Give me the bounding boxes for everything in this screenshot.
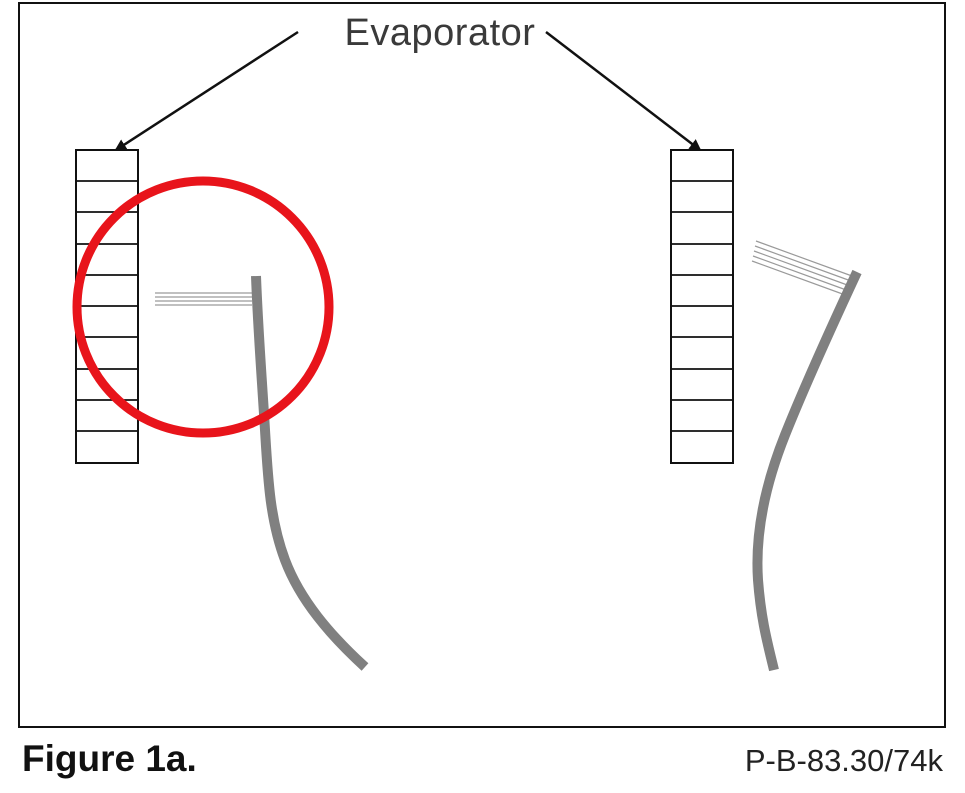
figure-frame <box>18 2 946 728</box>
right-sensor-tube <box>752 269 862 672</box>
left-evaporator <box>75 149 139 464</box>
figure-caption: Figure 1a. <box>22 738 197 779</box>
evaporator-label: Evaporator <box>344 12 536 54</box>
left-capillary-lines <box>155 292 252 306</box>
right-capillary-lines <box>751 240 853 297</box>
arrow-to-right-evaporator <box>545 31 702 152</box>
arrow-to-left-evaporator <box>114 30 299 152</box>
highlight-circle <box>72 176 334 438</box>
reference-code: P-B-83.30/74k <box>744 743 943 778</box>
right-evaporator <box>670 149 734 464</box>
left-sensor-tube <box>251 275 369 671</box>
